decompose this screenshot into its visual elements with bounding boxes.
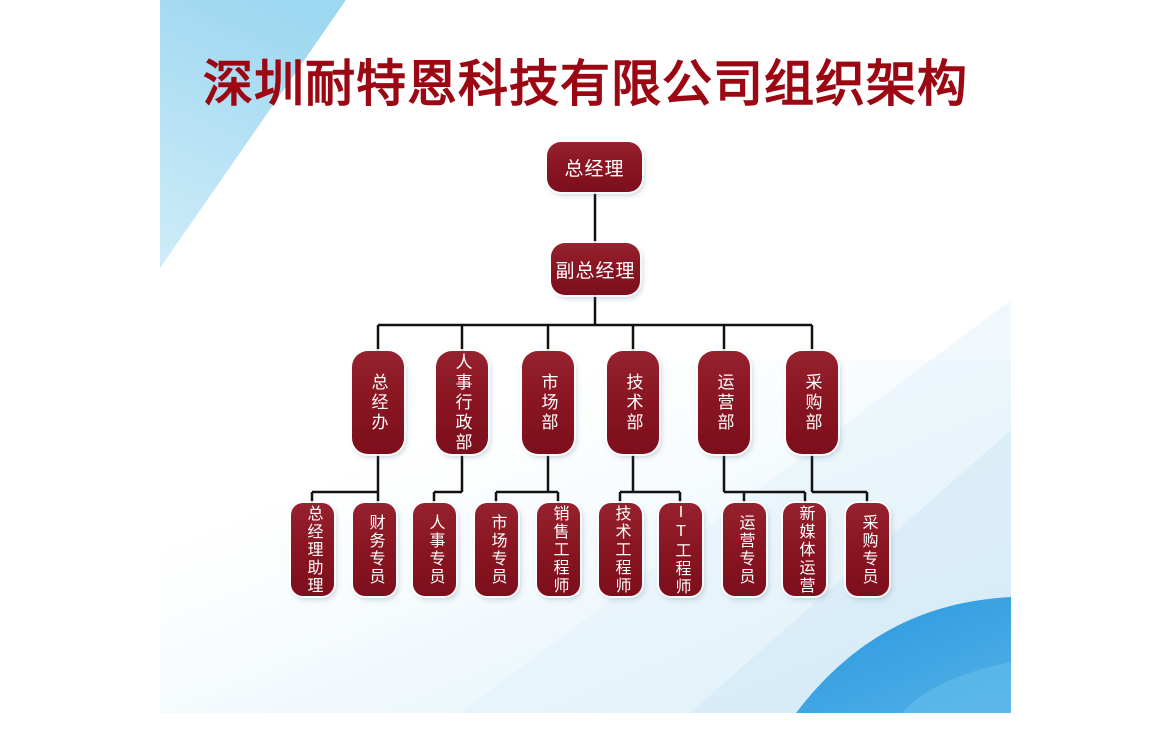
node-marketing-specialist: 市场专员 — [475, 503, 518, 596]
node-general-manager: 总经理 — [547, 142, 642, 192]
node-operations-specialist: 运营专员 — [723, 503, 766, 596]
node-hr-specialist: 人事专员 — [413, 503, 456, 596]
node-finance-specialist: 财务专员 — [353, 503, 396, 596]
node-hr-admin-dept: 人事行政部 — [436, 351, 488, 454]
org-connectors-path — [310, 192, 869, 503]
node-deputy-general-manager: 副总经理 — [551, 243, 640, 295]
slide-title: 深圳耐特恩科技有限公司组织架构 — [203, 56, 968, 112]
bottom-right-wave-highlight — [902, 662, 1011, 713]
node-operations-dept: 运营部 — [698, 351, 750, 454]
node-purchasing-dept: 采购部 — [786, 351, 838, 454]
node-new-media-operations: 新媒体运营 — [783, 503, 826, 596]
node-sales-engineer: 销售工程师 — [537, 503, 580, 596]
top-left-triangle — [160, 0, 346, 268]
node-it-engineer: IT工程师 — [659, 503, 702, 596]
node-gm-office: 总经办 — [352, 351, 404, 454]
bottom-right-wave — [796, 597, 1011, 713]
node-marketing-dept: 市场部 — [522, 351, 574, 454]
presentation-slide: 深圳耐特恩科技有限公司组织架构 总经理 副总经理 总经办 人事行政部 市场部 技… — [160, 0, 1011, 713]
node-tech-dept: 技术部 — [607, 351, 659, 454]
node-purchasing-specialist: 采购专员 — [846, 503, 889, 596]
node-gm-assistant: 总经理助理 — [291, 503, 334, 596]
node-tech-engineer: 技术工程师 — [599, 503, 642, 596]
